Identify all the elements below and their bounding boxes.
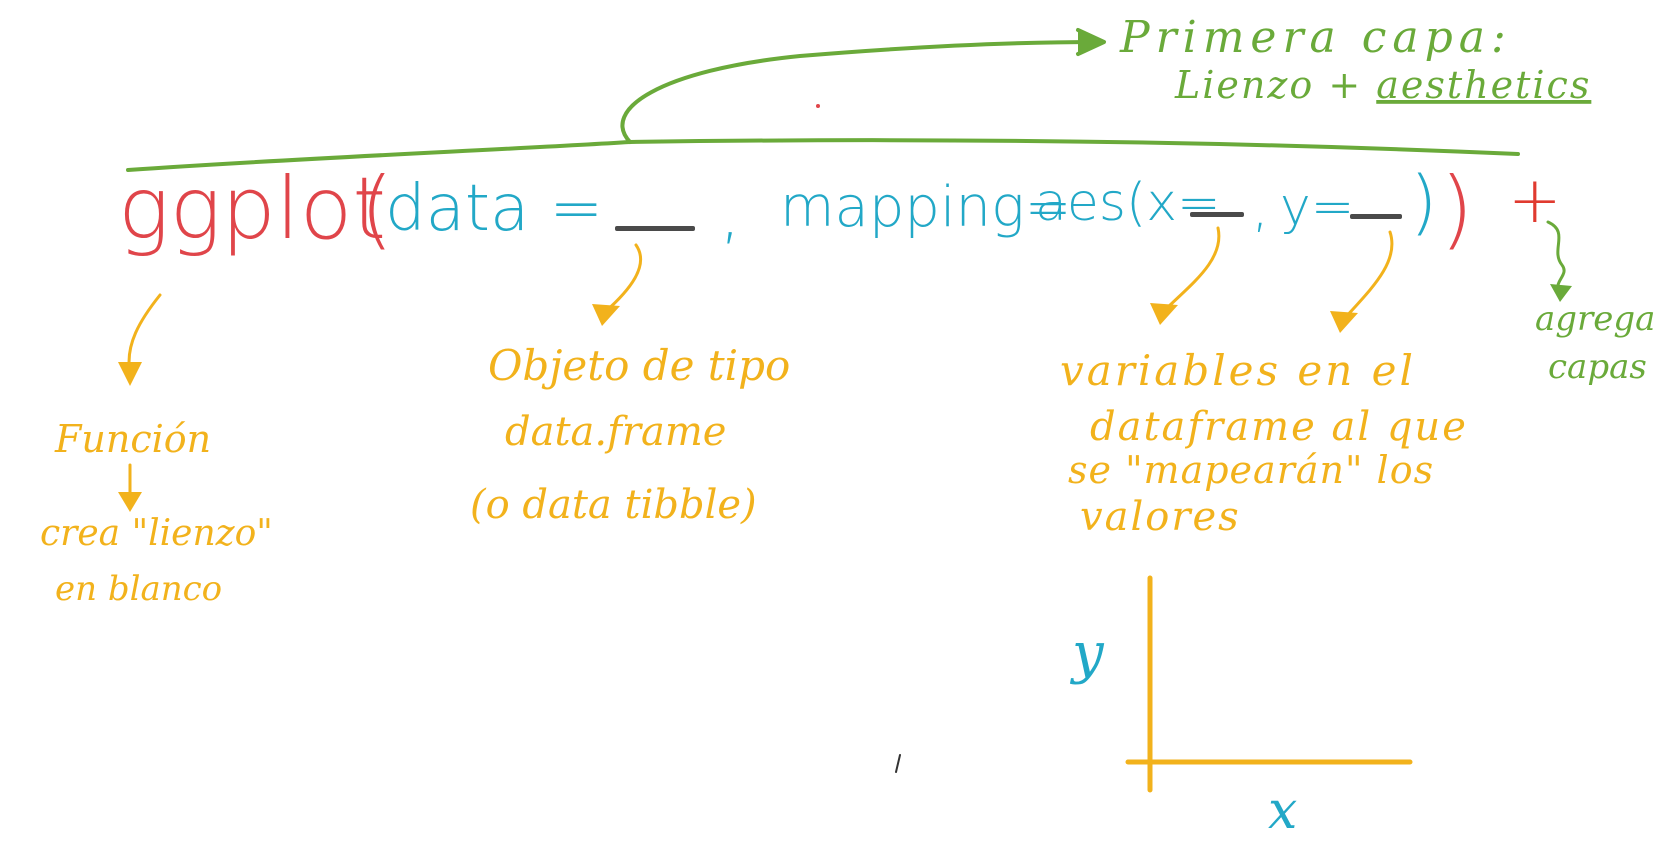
arrowhead-data	[592, 304, 620, 326]
note-objeto-line2: data.frame	[505, 409, 726, 455]
code-y-eq: y=	[1280, 177, 1354, 237]
code-arg-mapping: mapping=	[780, 175, 1072, 240]
blank-y	[1350, 214, 1402, 219]
axis-y-label: y	[1069, 621, 1105, 686]
arrowhead-crea	[118, 492, 142, 512]
blank-canvas-axes: y x	[1069, 575, 1413, 841]
note-variables-line2: dataframe al que	[1090, 404, 1468, 450]
arrowhead-y	[1330, 311, 1358, 333]
note-funcion: Función crea "lienzo" en blanco	[40, 417, 273, 609]
brace-line	[126, 138, 1520, 172]
arrowheads-orange	[118, 303, 1358, 512]
code-comma-1: ,	[720, 178, 740, 252]
arrow-x	[1163, 226, 1221, 312]
brace-arrowhead	[1076, 28, 1106, 56]
layer-brace	[126, 28, 1520, 172]
note-variables-line3: se "mapearán" los	[1068, 448, 1434, 492]
note-objeto-line1: Objeto de tipo	[488, 341, 790, 390]
code-open-paren: (	[360, 159, 394, 259]
blank-x	[1190, 212, 1244, 217]
note-agrega-line2: capas	[1548, 347, 1647, 387]
arrowhead-plus	[1550, 284, 1572, 302]
arrow-funcion	[127, 293, 162, 374]
arrow-data	[603, 243, 643, 314]
brace-arrow-curve	[620, 40, 1100, 144]
note-crea-line1: crea "lienzo"	[40, 513, 273, 554]
code-close: )	[1440, 159, 1474, 259]
note-crea-line2: en blanco	[55, 569, 222, 609]
note-variables-line1: variables en el	[1060, 346, 1416, 395]
code-comma-2: ,	[1252, 179, 1269, 239]
code-close-aes: )	[1410, 161, 1437, 243]
stray-dot	[816, 104, 820, 108]
blank-data	[615, 226, 695, 231]
note-objeto: Objeto de tipo data.frame (o data tibble…	[470, 341, 790, 528]
note-funcion-title: Función	[54, 417, 211, 461]
header-line-2: Lienzo + aesthetics	[1174, 63, 1591, 107]
note-agrega: agrega capas	[1535, 299, 1655, 387]
arrowhead-funcion	[118, 362, 142, 386]
header-lienzo: Lienzo +	[1174, 63, 1376, 107]
arrow-plus-green	[1546, 220, 1566, 294]
code-fn: ggplot	[118, 159, 386, 259]
stray-mark	[895, 754, 901, 773]
note-agrega-line1: agrega	[1535, 299, 1655, 339]
header-line-1: Primera capa:	[1119, 12, 1512, 63]
note-objeto-line3: (o data tibble)	[470, 482, 757, 528]
arrow-y	[1343, 230, 1394, 320]
code-aes-open: aes(x=	[1035, 173, 1221, 233]
header-aesthetics: aesthetics	[1376, 63, 1591, 107]
arrowhead-x	[1150, 303, 1178, 325]
code-arg-data: data =	[385, 172, 603, 246]
note-variables-line4: valores	[1080, 494, 1241, 540]
arrows-orange	[127, 226, 1394, 500]
axis-x-label: x	[1268, 781, 1297, 841]
note-variables: variables en el dataframe al que se "map…	[1060, 346, 1468, 540]
